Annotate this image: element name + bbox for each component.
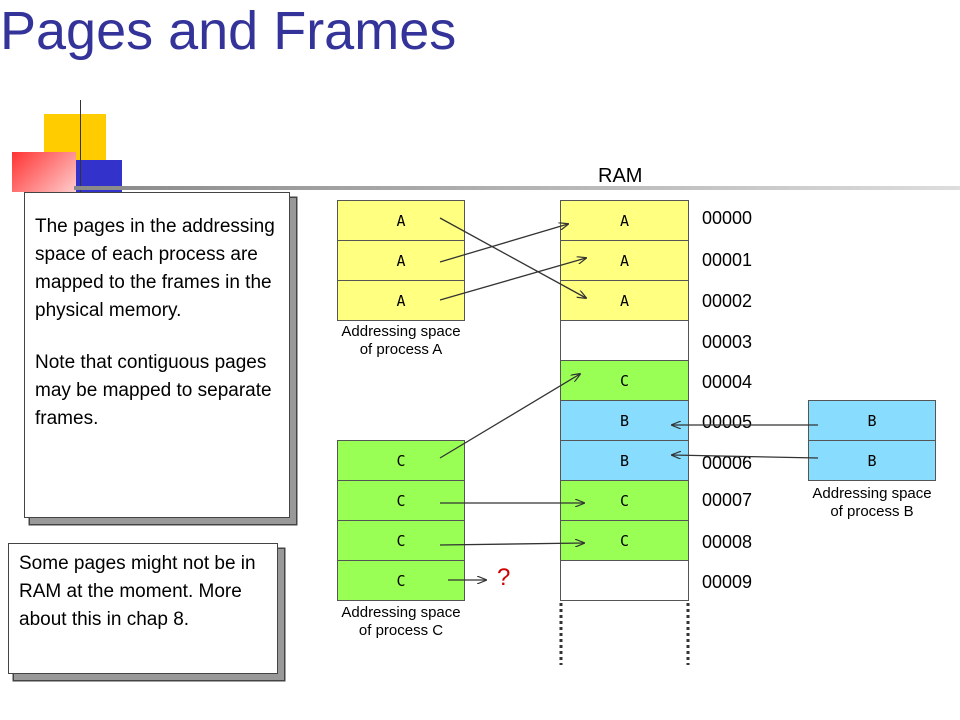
ram-frame-2: A (560, 280, 689, 321)
note-missing-text: Some pages might not be in RAM at the mo… (19, 553, 256, 630)
process-a-page-2: A (337, 280, 465, 321)
arrow-b1-to-frame6 (672, 455, 819, 458)
note-mapping-para1: The pages in the addressing space of eac… (35, 216, 275, 321)
ram-address-8: 00008 (702, 532, 753, 552)
ram-address-9: 00009 (702, 572, 753, 592)
ram-address-6: 00006 (702, 453, 753, 473)
process-c-caption-line1: Addressing space (341, 604, 461, 621)
decor-vertical-line (80, 100, 81, 200)
ram-address-1: 00001 (702, 250, 753, 270)
decor-red-square (12, 152, 76, 192)
arrow-a1-to-frame0 (439, 224, 568, 263)
ram-address-2: 00002 (702, 291, 753, 311)
note-mapping-para2: Note that contiguous pages may be mapped… (35, 352, 272, 429)
process-b-caption-line1: Addressing space (812, 485, 932, 502)
note-mapping-explanation: The pages in the addressing space of eac… (24, 192, 290, 518)
page-title: Pages and Frames (0, 1, 457, 61)
arrow-c0-to-frame4 (439, 374, 580, 459)
arrow-a2-to-frame1 (439, 258, 586, 301)
process-c-page-3: C (337, 560, 465, 601)
process-b-caption-line2: of process B (830, 503, 914, 520)
ram-address-0: 00000 (702, 208, 753, 228)
ram-address-3: 00003 (702, 332, 753, 352)
ram-address-4: 00004 (702, 372, 753, 392)
ram-label: RAM (598, 165, 643, 187)
arrow-a0-to-frame2 (439, 217, 586, 298)
process-c-caption-line2: of process C (358, 622, 444, 639)
process-c-caption: Addressing space of process C (313, 604, 489, 640)
process-a-caption-line1: Addressing space (341, 323, 461, 340)
process-b-page-1: B (808, 440, 936, 481)
process-b-caption: Addressing space of process B (776, 485, 960, 521)
ram-address-5: 00005 (702, 412, 753, 432)
ram-frame-9 (560, 560, 689, 601)
process-a-caption-line2: of process A (359, 341, 443, 358)
missing-page-marker: ? (497, 564, 511, 591)
ram-address-7: 00007 (702, 490, 753, 510)
title-underline (74, 186, 960, 190)
process-a-caption: Addressing space of process A (313, 323, 489, 359)
ram-frame-5: B (560, 400, 689, 441)
process-c-page-1: C (337, 480, 465, 521)
arrow-c2-to-frame8 (439, 543, 584, 545)
process-c-page-0: C (337, 440, 465, 481)
note-missing-pages: Some pages might not be in RAM at the mo… (8, 543, 278, 674)
